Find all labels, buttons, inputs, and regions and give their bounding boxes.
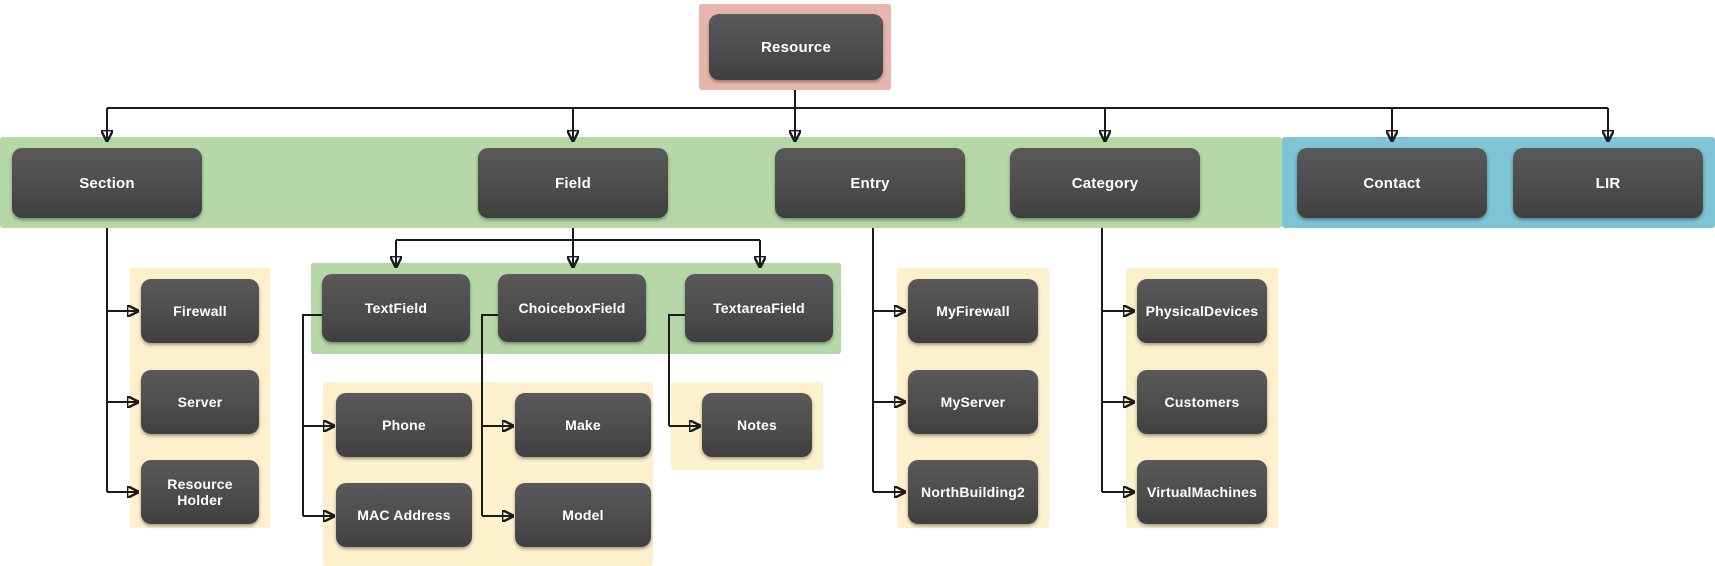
node-myfirewall[interactable]: MyFirewall bbox=[908, 279, 1038, 343]
node-textareafield[interactable]: TextareaField bbox=[685, 274, 833, 342]
node-choiceboxfield[interactable]: ChoiceboxField bbox=[498, 274, 646, 342]
node-mac-address[interactable]: MAC Address bbox=[336, 483, 472, 547]
node-lir[interactable]: LIR bbox=[1513, 148, 1703, 218]
node-textfield[interactable]: TextField bbox=[322, 274, 470, 342]
node-firewall[interactable]: Firewall bbox=[141, 279, 259, 343]
node-category[interactable]: Category bbox=[1010, 148, 1200, 218]
node-customers[interactable]: Customers bbox=[1137, 370, 1267, 434]
node-physicaldevices[interactable]: PhysicalDevices bbox=[1137, 279, 1267, 343]
node-notes[interactable]: Notes bbox=[702, 393, 812, 457]
node-server[interactable]: Server bbox=[141, 370, 259, 434]
node-make[interactable]: Make bbox=[515, 393, 651, 457]
node-section[interactable]: Section bbox=[12, 148, 202, 218]
node-field[interactable]: Field bbox=[478, 148, 668, 218]
node-northbuilding2[interactable]: NorthBuilding2 bbox=[908, 460, 1038, 524]
node-model[interactable]: Model bbox=[515, 483, 651, 547]
node-entry[interactable]: Entry bbox=[775, 148, 965, 218]
node-phone[interactable]: Phone bbox=[336, 393, 472, 457]
node-virtualmachines[interactable]: VirtualMachines bbox=[1137, 460, 1267, 524]
node-contact[interactable]: Contact bbox=[1297, 148, 1487, 218]
node-resource[interactable]: Resource bbox=[709, 14, 883, 80]
node-resource-holder[interactable]: Resource Holder bbox=[141, 460, 259, 524]
node-myserver[interactable]: MyServer bbox=[908, 370, 1038, 434]
